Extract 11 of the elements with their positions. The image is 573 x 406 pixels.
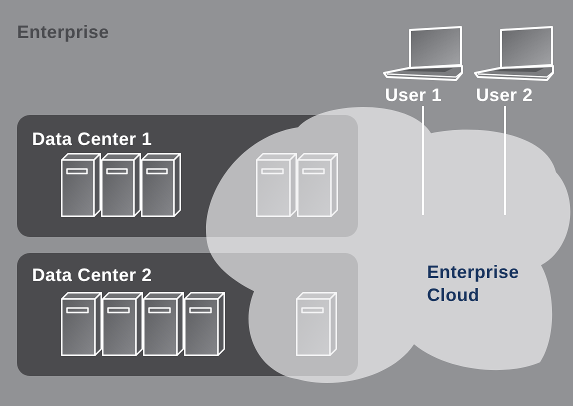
cloud-shape	[206, 106, 570, 383]
region-title: Enterprise	[17, 22, 110, 42]
user-label: User 1	[385, 85, 442, 105]
connector-line	[504, 106, 506, 215]
data-center-panel	[17, 253, 358, 376]
user-label: User 2	[476, 85, 533, 105]
cloud-label: Enterprise Cloud	[426, 260, 520, 307]
panel-title: Data Center 2	[32, 265, 152, 285]
data-center-panel	[17, 115, 358, 237]
panel-title: Data Center 1	[32, 129, 152, 149]
connector-line	[422, 106, 424, 215]
